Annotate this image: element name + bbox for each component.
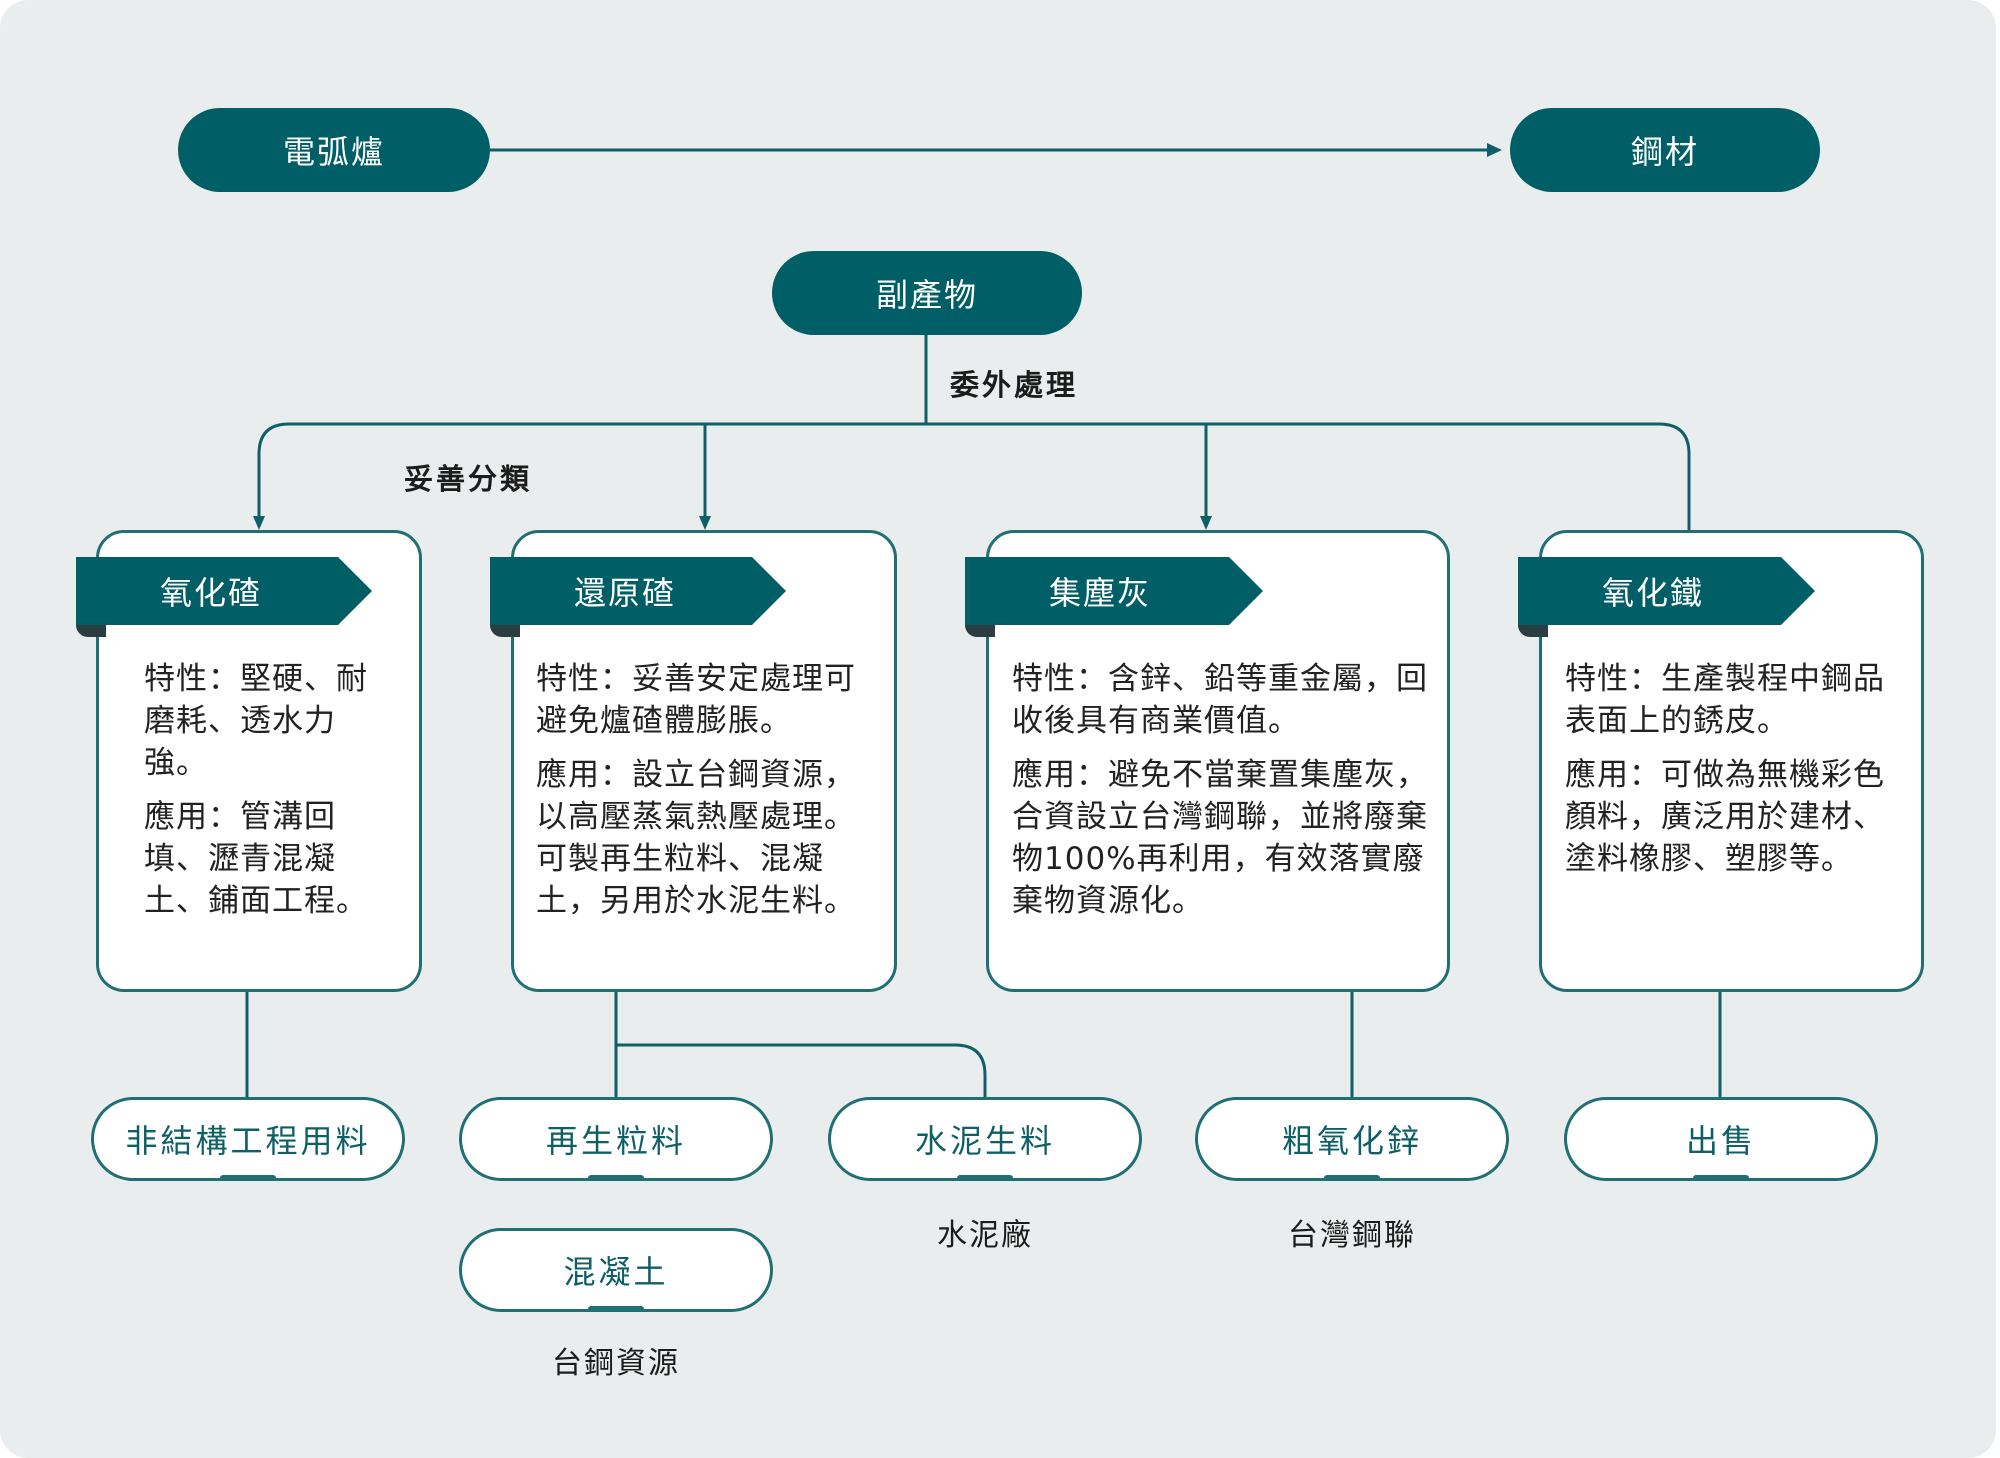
recipient-tsr: 台鋼資源 bbox=[552, 1346, 680, 1381]
card-text-iron-oxide: 特性：生產製程中鋼品表面上的銹皮。 應用：可做為無機彩色顏料，廣泛用於建材、塗料… bbox=[1565, 658, 1911, 892]
outsource-label: 委外處理 bbox=[950, 368, 1079, 402]
card-text-reduction-slag: 特性：妥善安定處理可避免爐碴體膨脹。 應用：設立台鋼資源，以高壓蒸氣熱壓處理。可… bbox=[536, 658, 882, 934]
output-label: 非結構工程用料 bbox=[125, 1122, 371, 1160]
steel-product-node: 鋼材 bbox=[1510, 108, 1820, 192]
electric-arc-furnace-node: 電弧爐 bbox=[178, 108, 490, 192]
arrow-to-steel bbox=[1487, 143, 1502, 157]
category-title: 還原碴 bbox=[574, 574, 677, 612]
card-text-dust: 特性：含鋅、鉛等重金屬，回收後具有商業價值。 應用：避免不當棄置集塵灰，合資設立… bbox=[1012, 658, 1436, 934]
line-to-cement-raw bbox=[616, 1043, 987, 1097]
property-text: 特性：堅硬、耐磨耗、透水力強。 bbox=[144, 661, 368, 781]
output-label: 粗氧化鋅 bbox=[1281, 1122, 1422, 1160]
property-text: 特性：含鋅、鉛等重金屬，回收後具有商業價值。 bbox=[1012, 661, 1428, 739]
banner-iron-oxide: 氧化鐵 bbox=[1518, 557, 1815, 637]
arrow-oxidizing-slag bbox=[253, 516, 265, 530]
property-text: 特性：生產製程中鋼品表面上的銹皮。 bbox=[1565, 661, 1885, 739]
output-label: 再生粒料 bbox=[545, 1122, 686, 1160]
output-label: 水泥生料 bbox=[914, 1122, 1055, 1160]
recipient-taiwan-steel-union: 台灣鋼聯 bbox=[1288, 1218, 1416, 1253]
card-text-oxidizing-slag: 特性：堅硬、耐磨耗、透水力強。 應用：管溝回填、瀝青混凝土、鋪面工程。 bbox=[144, 658, 388, 934]
output-label: 出售 bbox=[1685, 1122, 1756, 1160]
recipient-cement-plant: 水泥廠 bbox=[937, 1218, 1033, 1253]
arrow-reduction-slag bbox=[699, 516, 711, 530]
output-sale: 出售 bbox=[1564, 1097, 1878, 1181]
byproduct-node: 副產物 bbox=[772, 251, 1082, 335]
application-text: 應用：管溝回填、瀝青混凝土、鋪面工程。 bbox=[144, 799, 368, 919]
output-non-structural: 非結構工程用料 bbox=[91, 1097, 405, 1181]
property-text: 特性：妥善安定處理可避免爐碴體膨脹。 bbox=[536, 661, 856, 739]
banner-oxidizing-slag: 氧化碴 bbox=[76, 557, 372, 637]
output-cement-raw: 水泥生料 bbox=[828, 1097, 1142, 1181]
steel-product-label: 鋼材 bbox=[1630, 133, 1699, 171]
application-text: 應用：避免不當棄置集塵灰，合資設立台灣鋼聯，並將廢棄物100%再利用，有效落實廢… bbox=[1012, 757, 1428, 919]
category-title: 集塵灰 bbox=[1049, 574, 1152, 612]
application-text: 應用：可做為無機彩色顏料，廣泛用於建材、塗料橡膠、塑膠等。 bbox=[1565, 757, 1885, 877]
category-title: 氧化鐵 bbox=[1602, 574, 1705, 612]
output-recycled-aggregate: 再生粒料 bbox=[459, 1097, 773, 1181]
category-title: 氧化碴 bbox=[160, 574, 263, 612]
output-label: 混凝土 bbox=[563, 1253, 669, 1291]
banner-reduction-slag: 還原碴 bbox=[490, 557, 786, 637]
application-text: 應用：設立台鋼資源，以高壓蒸氣熱壓處理。可製再生粒料、混凝土，另用於水泥生料。 bbox=[536, 757, 856, 919]
sort-label: 妥善分類 bbox=[404, 462, 533, 496]
byproduct-label: 副產物 bbox=[875, 276, 978, 314]
output-crude-zinc-oxide: 粗氧化鋅 bbox=[1195, 1097, 1509, 1181]
arrow-dust bbox=[1200, 516, 1212, 530]
output-concrete: 混凝土 bbox=[459, 1228, 773, 1312]
line-branch-bar bbox=[257, 422, 1691, 530]
electric-arc-furnace-label: 電弧爐 bbox=[282, 133, 385, 171]
banner-dust: 集塵灰 bbox=[965, 557, 1263, 637]
